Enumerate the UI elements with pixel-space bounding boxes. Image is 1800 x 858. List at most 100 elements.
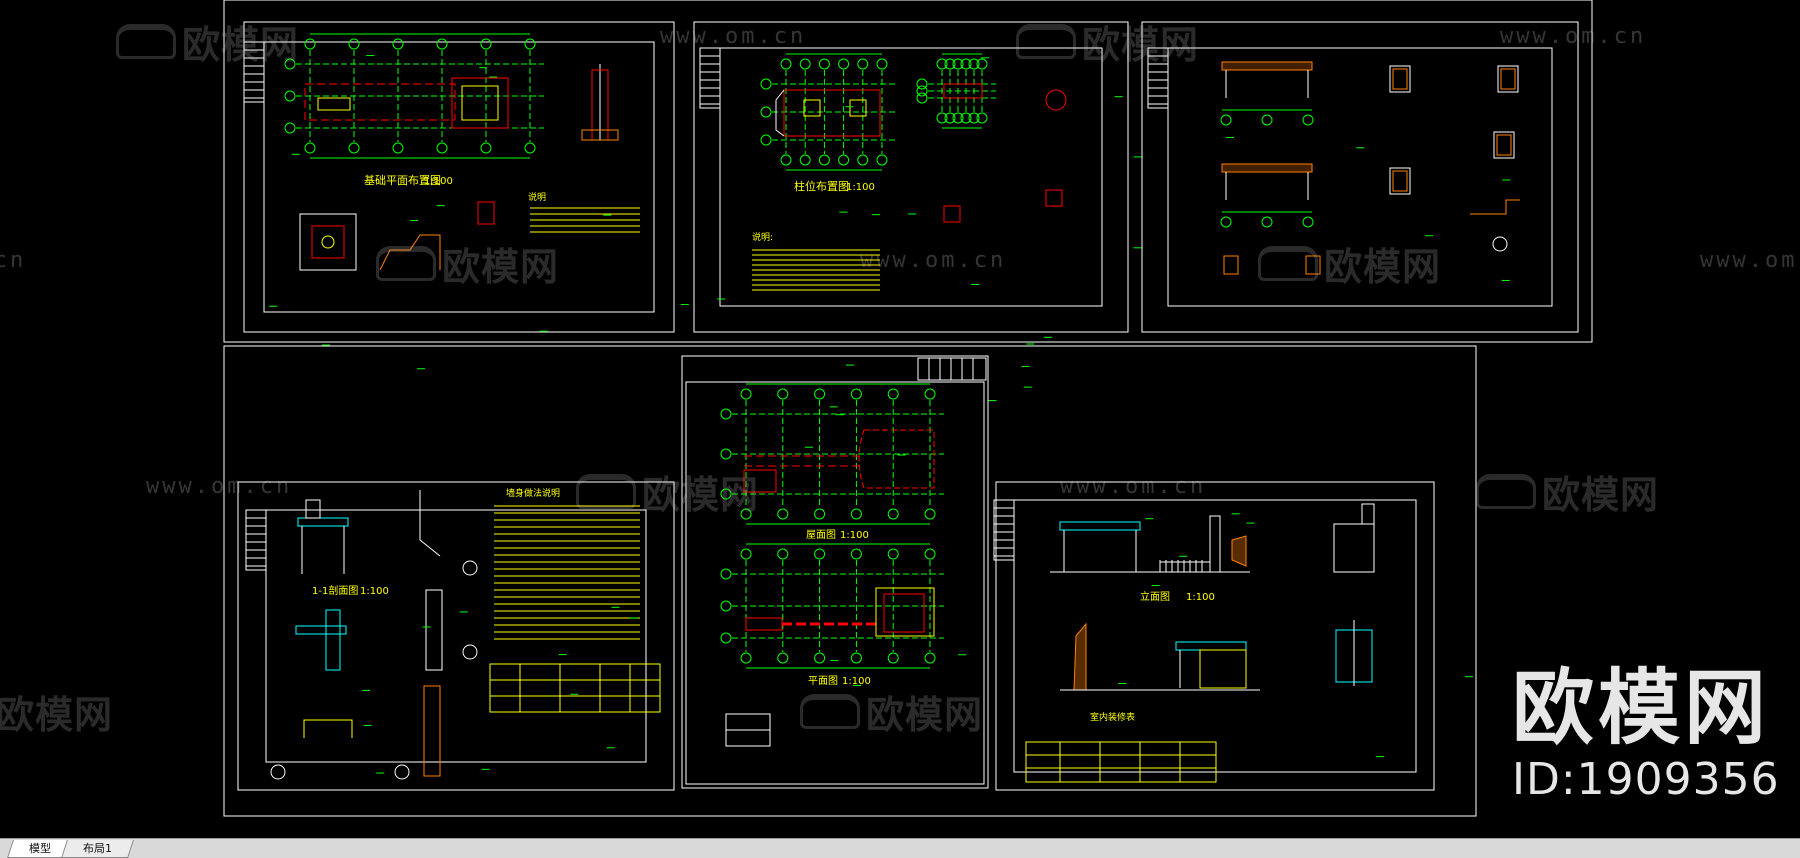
column-section [477, 201, 495, 225]
axis-bubble [524, 142, 536, 154]
axis-bubble [924, 388, 936, 400]
beam-elevation [1221, 163, 1313, 173]
axis-bubble [780, 58, 792, 70]
pile-symbol [321, 235, 335, 249]
axis-bubble [284, 58, 296, 70]
section-hatch [581, 129, 619, 141]
axis-bubble [876, 58, 888, 70]
axis-bubble [857, 154, 869, 166]
drawing-inner-border [1167, 47, 1553, 307]
drawing-inner-border [719, 47, 1103, 307]
wall-section [325, 609, 341, 671]
column-section [1045, 189, 1063, 207]
drawing-inner-border [265, 509, 647, 763]
axis-bubble [857, 58, 869, 70]
axis-bubble [818, 58, 830, 70]
axis-bubble [799, 58, 811, 70]
axis-bubble [838, 154, 850, 166]
title-strip [245, 509, 267, 571]
axis-bubble [740, 388, 752, 400]
axis-bubble [720, 448, 732, 460]
sheet-title: 1-1剖面图 [312, 584, 358, 597]
axis-bubble [780, 154, 792, 166]
axis-bubble [392, 38, 404, 50]
drawing-group-frame [223, 0, 1593, 343]
slab-detail [303, 719, 353, 738]
detail-marker [1492, 236, 1508, 252]
title-strip [1147, 47, 1169, 109]
brand-logo-text: 欧模网 [1512, 661, 1771, 756]
axis-bubble [924, 652, 936, 664]
axis-bubble [777, 652, 789, 664]
axis-bubble [936, 58, 948, 70]
column-section [943, 205, 961, 223]
sheet-scale: 1:100 [1186, 592, 1215, 603]
axis-bubble [850, 388, 862, 400]
guard-room-outline [875, 587, 935, 637]
axis-bubble [720, 408, 732, 420]
side-elevation [1333, 523, 1375, 573]
drawing-group-frame [223, 345, 1477, 817]
axis-bubble [814, 652, 826, 664]
axis-bubble [916, 78, 928, 90]
axis-bubble [348, 142, 360, 154]
axis-bubble [944, 58, 956, 70]
sheet-title: 柱位布置图 [794, 179, 849, 193]
axis-bubble [976, 112, 988, 124]
axis-bubble [887, 548, 899, 560]
sheet-title: 平面图 [808, 675, 838, 687]
axis-bubble [760, 78, 772, 90]
axis-bubble [760, 106, 772, 118]
axis-bubble [480, 142, 492, 154]
axis-bubble [777, 508, 789, 520]
axis-bubble [777, 548, 789, 560]
wall-detail [423, 685, 441, 777]
sheet-title: 基础平面布置图 [364, 174, 441, 187]
canopy-slab [1175, 641, 1247, 651]
beam-section [1493, 131, 1515, 159]
axis-bubble [304, 142, 316, 154]
layout-tab-bar: 模型 布局1 [0, 838, 1800, 858]
axis-bubble [936, 112, 948, 124]
sheet-scale: 1:100 [842, 676, 871, 687]
footing-outline [317, 97, 351, 111]
axis-bubble [887, 508, 899, 520]
parapet [305, 499, 321, 519]
axis-bubble [760, 134, 772, 146]
wall-outline [783, 89, 881, 137]
axis-bubble [480, 38, 492, 50]
axis-bubble [916, 85, 928, 97]
beam-section-hatch [1392, 68, 1408, 90]
axis-bubble [720, 568, 732, 580]
tab-layout1[interactable]: 布局1 [61, 840, 134, 858]
axis-bubble [887, 388, 899, 400]
title-strip [993, 499, 1015, 561]
axis-bubble [720, 600, 732, 612]
axis-bubble [814, 388, 826, 400]
beam-section-hatch [1500, 68, 1516, 90]
column-outline [803, 99, 821, 117]
axis-bubble [968, 58, 980, 70]
beam-section-hatch [1496, 134, 1512, 156]
axis-bubble [284, 90, 296, 102]
beam-section [1223, 255, 1239, 275]
footing-detail [299, 213, 357, 271]
drawing-sheet [237, 481, 675, 791]
connection-detail [1470, 199, 1520, 215]
finish-schedule [1025, 741, 1217, 783]
axis-bubble [850, 548, 862, 560]
title-strip [243, 41, 265, 103]
detail-marker [394, 764, 410, 780]
beam-section-hatch [1392, 170, 1408, 192]
drawing-sheet [243, 21, 675, 333]
roof-outline [858, 429, 935, 489]
axis-bubble [1302, 216, 1314, 228]
side-elevation [1361, 503, 1375, 525]
brand-watermark: 欧模网 ID:1909356 [1512, 668, 1780, 802]
notes-heading: 说明: [752, 231, 773, 243]
step-section [379, 234, 441, 271]
drawing-inner-border [685, 381, 985, 785]
canopy-slab [297, 517, 349, 527]
